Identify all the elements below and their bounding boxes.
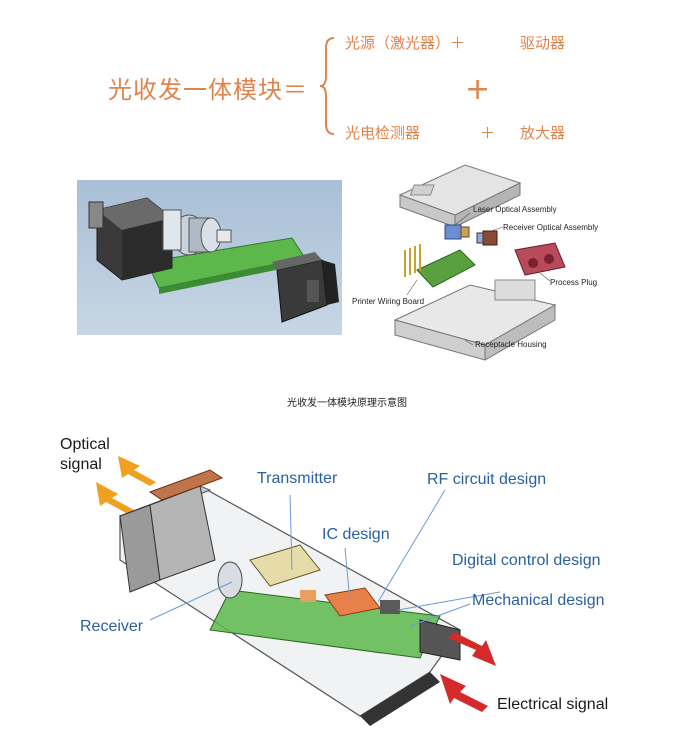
formula-top-right: 驱动器 [520,34,566,52]
label-process-plug: Process Plug [550,278,598,287]
label-rf-circuit-design: RF circuit design [427,471,547,488]
cad-render-image [77,180,342,335]
label-receiver: Receiver [80,618,144,635]
label-signal: signal [60,456,102,473]
formula-center-plus: + [465,72,491,107]
label-transmitter: Transmitter [257,470,338,487]
label-printer-wiring-board: Printer Wiring Board [352,297,425,306]
label-laser-optical-assembly: Laser Optical Assembly [473,205,557,214]
formula-bottom-plus: ＋ [480,124,496,142]
figure-caption: 光收发一体模块原理示意图 [287,398,407,409]
formula-bottom-left: 光电检测器 [345,124,421,142]
formula-top-left: 光源（激光器）＋ [345,34,466,52]
label-optical: Optical [60,436,110,453]
label-receptacle-housing: Receptacle Housing [475,340,547,349]
transceiver-module-illustration [96,456,501,726]
label-electrical-signal: Electrical signal [497,696,609,713]
label-mechanical-design: Mechanical design [472,592,605,609]
label-digital-control-design: Digital control design [452,552,601,569]
formula-lhs: 光收发一体模块＝ [108,76,308,104]
label-ic-design: IC design [322,526,390,543]
formula-bottom-right: 放大器 [520,124,566,142]
exploded-view-image [393,164,566,361]
curly-brace-icon [319,37,335,135]
label-receiver-optical-assembly: Receiver Optical Assembly [503,223,599,232]
